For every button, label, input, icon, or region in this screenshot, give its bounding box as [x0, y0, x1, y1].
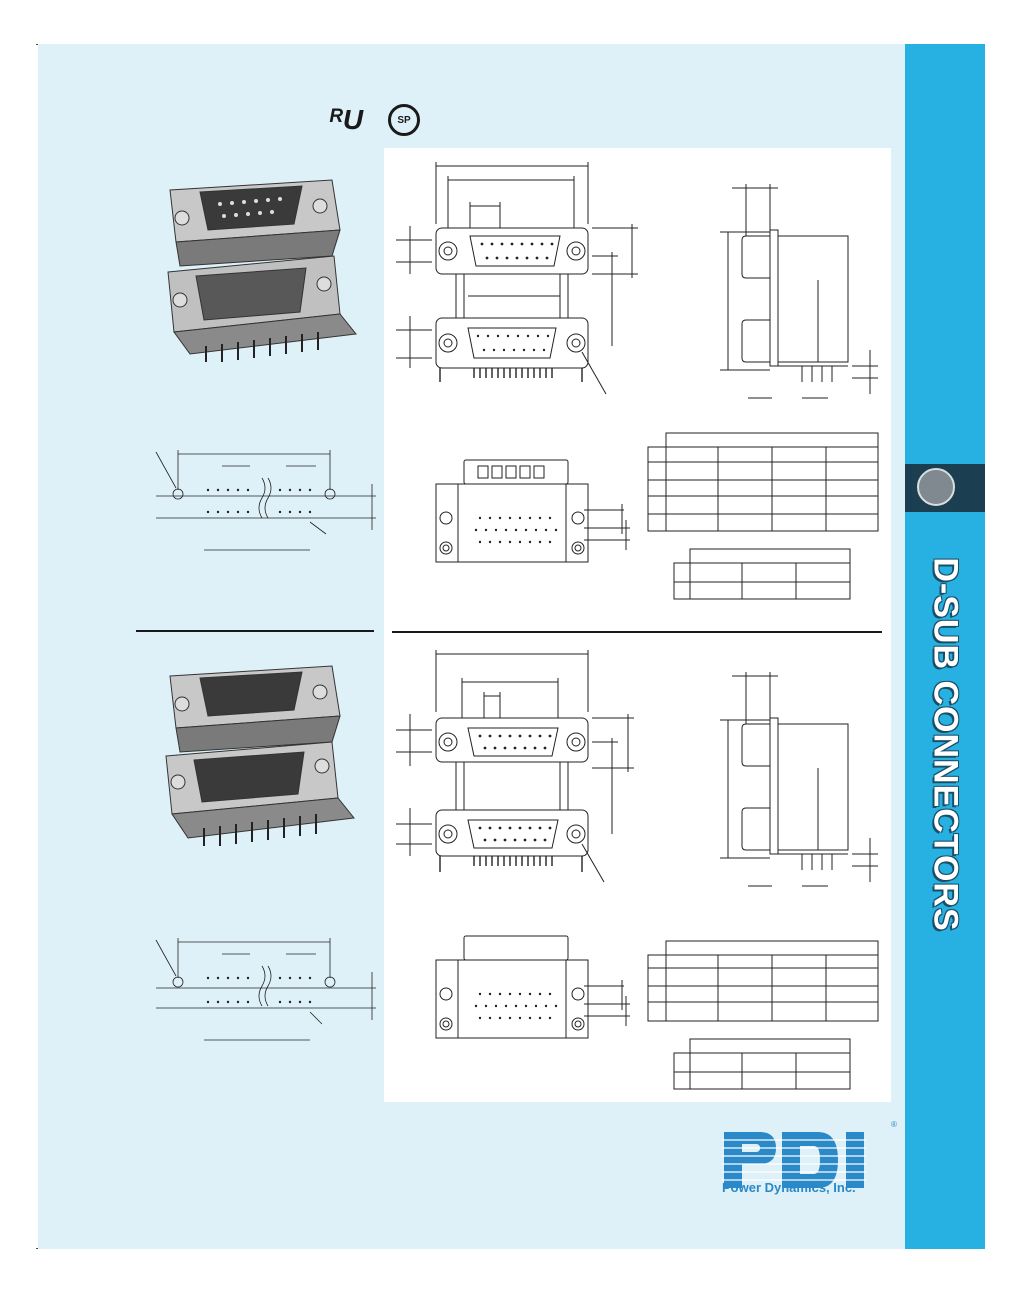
section-side-band: D-SUB CONNECTORS — [905, 44, 985, 1249]
pcb-hole-layout-1 — [155, 450, 376, 551]
front-view-drawing-2 — [396, 650, 634, 883]
section-divider-right — [392, 631, 882, 633]
pcb-hole-layout-2 — [155, 938, 376, 1041]
front-view-drawing-1 — [396, 162, 638, 395]
dimension-table-1 — [647, 432, 879, 532]
csa-certification-mark: SP — [388, 104, 420, 136]
side-band-title-text: D-SUB CONNECTORS — [926, 556, 965, 932]
side-band-title: D-SUB CONNECTORS — [905, 557, 985, 931]
dimension-table-2 — [647, 940, 879, 1022]
pdi-logo — [722, 1132, 866, 1188]
connector-photo-female-over-male — [167, 179, 357, 362]
company-name: Power Dynamics, Inc. — [722, 1180, 856, 1195]
pin-numbering-view-1 — [435, 459, 630, 563]
dimension-table-2b — [673, 1038, 851, 1090]
dimension-table-1b — [673, 548, 851, 600]
ul-certification-mark: ᴿU — [328, 104, 364, 135]
pin-numbering-view-2 — [435, 935, 630, 1039]
side-view-drawing-1 — [720, 184, 878, 399]
section-tab-circle-icon — [917, 468, 955, 506]
section-tab — [905, 464, 985, 512]
registered-mark: ® — [891, 1120, 897, 1129]
connector-photo-female-over-female — [165, 665, 355, 846]
section-divider-left — [136, 630, 374, 632]
side-view-drawing-2 — [720, 672, 878, 887]
